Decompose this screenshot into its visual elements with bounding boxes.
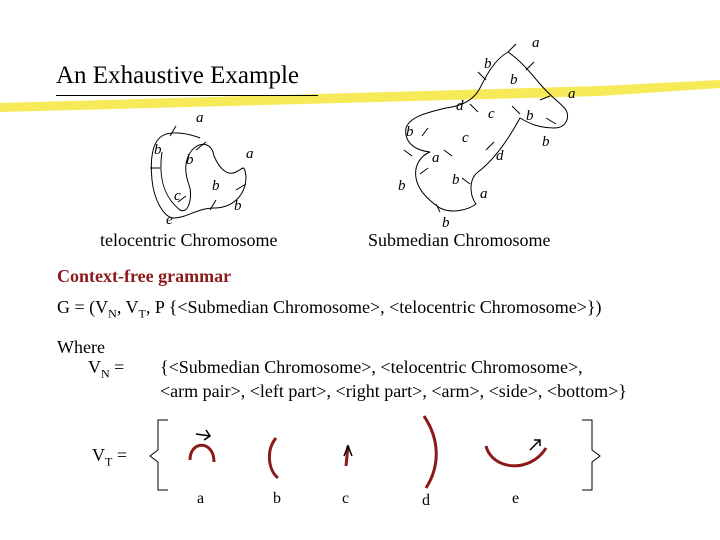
submedian-tick <box>485 141 495 151</box>
nonterminals-line-1: {<Submedian Chromosome>, <telocentric Ch… <box>160 357 583 377</box>
submedian-tick <box>545 117 557 125</box>
submedian-label: d <box>496 148 504 164</box>
grammar-definition: G = (VN, VT, P {<Submedian Chromosome>, … <box>57 297 602 322</box>
telocentric-label: b <box>186 152 194 168</box>
submedian-label: b <box>484 56 492 72</box>
terminal-a-glyph <box>188 429 216 463</box>
telocentric-caption: telocentric Chromosome <box>100 230 278 250</box>
yellow-accent-stroke <box>0 80 720 112</box>
telocentric-label: b <box>234 198 242 214</box>
telocentric-tick <box>235 183 247 191</box>
submedian-label: a <box>568 86 576 102</box>
telocentric-tick <box>209 199 217 211</box>
subscript-t: T <box>138 306 146 321</box>
telocentric-tick <box>177 195 187 203</box>
telocentric-label: b <box>212 178 220 194</box>
vn-symbol: V <box>88 357 101 377</box>
telocentric-label: a <box>196 110 204 126</box>
vt-equals: = <box>112 445 127 465</box>
terminal-b-glyph <box>268 437 280 480</box>
submedian-label: b <box>510 72 518 88</box>
terminal-e-glyph <box>484 439 548 468</box>
vt-left-brace <box>149 419 168 491</box>
submedian-label: b <box>398 178 406 194</box>
submedian-label: d <box>456 98 464 114</box>
vt-label: VT = <box>92 445 127 470</box>
submedian-label: a <box>432 150 440 166</box>
submedian-label: b <box>526 108 534 124</box>
submedian-tick <box>435 203 441 213</box>
submedian-label: b <box>442 215 450 231</box>
telocentric-tick <box>169 125 177 137</box>
submedian-tick <box>461 177 471 185</box>
submedian-label: c <box>488 106 495 122</box>
vt-symbol: V <box>92 445 105 465</box>
terminal-label-c: c <box>342 490 350 507</box>
vt-right-brace <box>582 419 601 491</box>
submedian-label: b <box>452 172 460 188</box>
submedian-tick <box>443 149 453 157</box>
submedian-tick <box>507 43 517 53</box>
grammar-text: , V <box>116 297 139 317</box>
telocentric-outline <box>150 132 247 219</box>
submedian-tick <box>469 103 479 113</box>
nonterminals-line-2: <arm pair>, <left part>, <right part>, <… <box>160 381 627 401</box>
vn-label: VN = <box>88 357 124 382</box>
terminal-label-b: b <box>273 490 281 507</box>
telocentric-label: c <box>174 188 181 204</box>
telocentric-tick <box>195 141 207 151</box>
submedian-caption: Submedian Chromosome <box>368 230 551 250</box>
grammar-heading: Context-free grammar <box>57 266 232 286</box>
telocentric-label: b <box>154 142 162 158</box>
submedian-tick <box>419 167 429 175</box>
telocentric-label: e <box>166 212 173 228</box>
grammar-text: G = (V <box>57 297 109 317</box>
submedian-label: c <box>462 130 469 146</box>
terminal-d-glyph <box>422 415 438 489</box>
submedian-tick <box>539 95 551 101</box>
submedian-outline <box>405 51 568 212</box>
submedian-label: a <box>480 186 488 202</box>
submedian-label: b <box>542 134 550 150</box>
telocentric-label: a <box>246 146 254 162</box>
subscript-t: T <box>105 454 113 469</box>
submedian-tick <box>477 71 487 81</box>
terminal-label-e: e <box>512 490 520 507</box>
grammar-text: , P {<Submedian Chromosome>, <telocentri… <box>145 297 602 317</box>
terminal-label-a: a <box>197 490 205 507</box>
submedian-tick <box>403 149 413 157</box>
submedian-tick <box>525 61 535 71</box>
slide-title: An Exhaustive Example <box>56 62 299 89</box>
subscript-n: N <box>108 306 117 321</box>
submedian-label: a <box>532 35 540 51</box>
terminal-c-glyph <box>343 443 353 467</box>
vn-equals: = <box>109 357 125 377</box>
submedian-label: b <box>406 124 414 140</box>
where-label: Where <box>57 337 105 357</box>
subscript-n: N <box>101 366 110 381</box>
terminal-label-d: d <box>422 492 430 509</box>
submedian-tick <box>421 127 429 137</box>
title-underline <box>56 95 318 96</box>
submedian-tick <box>511 105 521 115</box>
